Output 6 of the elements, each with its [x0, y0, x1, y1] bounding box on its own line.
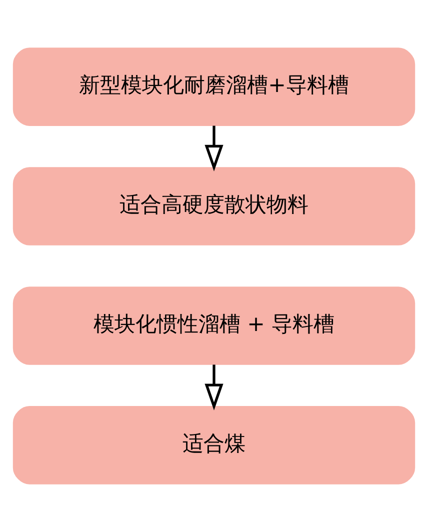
node-box: 新型模块化耐磨溜槽+导料槽 [12, 47, 416, 126]
node-box: 适合煤 [12, 406, 416, 484]
arrow [204, 364, 224, 410]
arrow [204, 125, 224, 171]
node-box: 模块化惯性溜槽 + 导料槽 [12, 286, 416, 364]
node-box: 适合高硬度散状物料 [12, 166, 416, 245]
